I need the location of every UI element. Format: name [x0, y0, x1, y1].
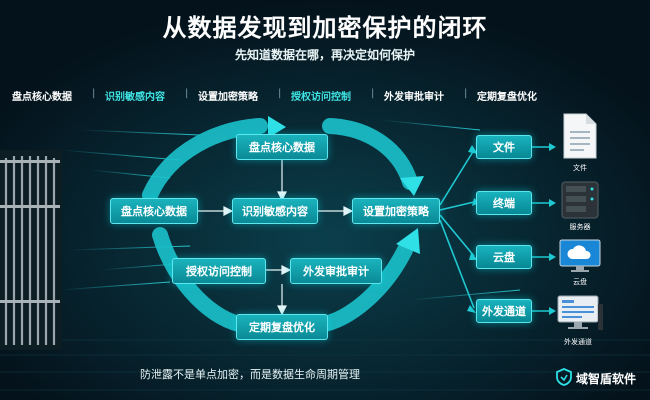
nav-separator: |: [92, 88, 96, 99]
node-authorize: 授权访问控制: [172, 258, 266, 284]
page-title: 从数据发现到加密保护的闭环: [162, 14, 488, 42]
step-nav: 盘点核心数据 | 识别敏感内容 | 设置加密策略 | 授权访问控制 | 外发审批…: [12, 88, 572, 106]
caption-outbound: 外发通道: [564, 338, 592, 346]
caption-files: 文件: [573, 164, 587, 172]
footer-note: 防泄露不是单点加密，而是数据生命周期管理: [140, 368, 360, 381]
node-review: 定期复盘优化: [236, 314, 328, 340]
nav-item-authorize: 授权访问控制: [291, 92, 351, 103]
node-inventory-top: 盘点核心数据: [236, 134, 328, 160]
target-cloud-drive: 云盘: [476, 245, 532, 269]
target-outbound-channel: 外发通道: [476, 299, 532, 323]
server-icon: [561, 181, 599, 219]
nav-item-identify: 识别敏感内容: [105, 92, 165, 103]
gate-illustration: [0, 150, 62, 350]
cloud-monitor-icon: [559, 239, 601, 272]
page-subtitle: 先知道数据在哪，再决定如何保护: [234, 48, 415, 62]
shield-logo-icon: [556, 368, 572, 386]
caption-cloud: 云盘: [573, 278, 587, 286]
desktop-computer-icon: [557, 295, 603, 330]
target-files: 文件: [476, 135, 532, 159]
nav-item-inventory: 盘点核心数据: [12, 92, 72, 103]
target-terminal: 终端: [476, 191, 532, 215]
brand-name: 域智盾软件: [576, 372, 637, 386]
nav-item-encrypt: 设置加密策略: [198, 92, 258, 103]
node-inventory-left: 盘点核心数据: [110, 198, 198, 224]
caption-server: 服务器: [569, 223, 591, 231]
node-encrypt-policy: 设置加密策略: [352, 198, 440, 224]
document-icon: [563, 113, 597, 159]
nav-separator: |: [371, 88, 375, 99]
nav-separator: |: [278, 88, 282, 99]
nav-item-audit: 外发审批审计: [384, 92, 444, 103]
node-audit: 外发审批审计: [290, 258, 382, 284]
nav-separator: |: [464, 88, 468, 99]
nav-separator: |: [185, 88, 189, 99]
nav-item-review: 定期复盘优化: [477, 92, 537, 103]
node-identify: 识别敏感内容: [232, 198, 318, 224]
